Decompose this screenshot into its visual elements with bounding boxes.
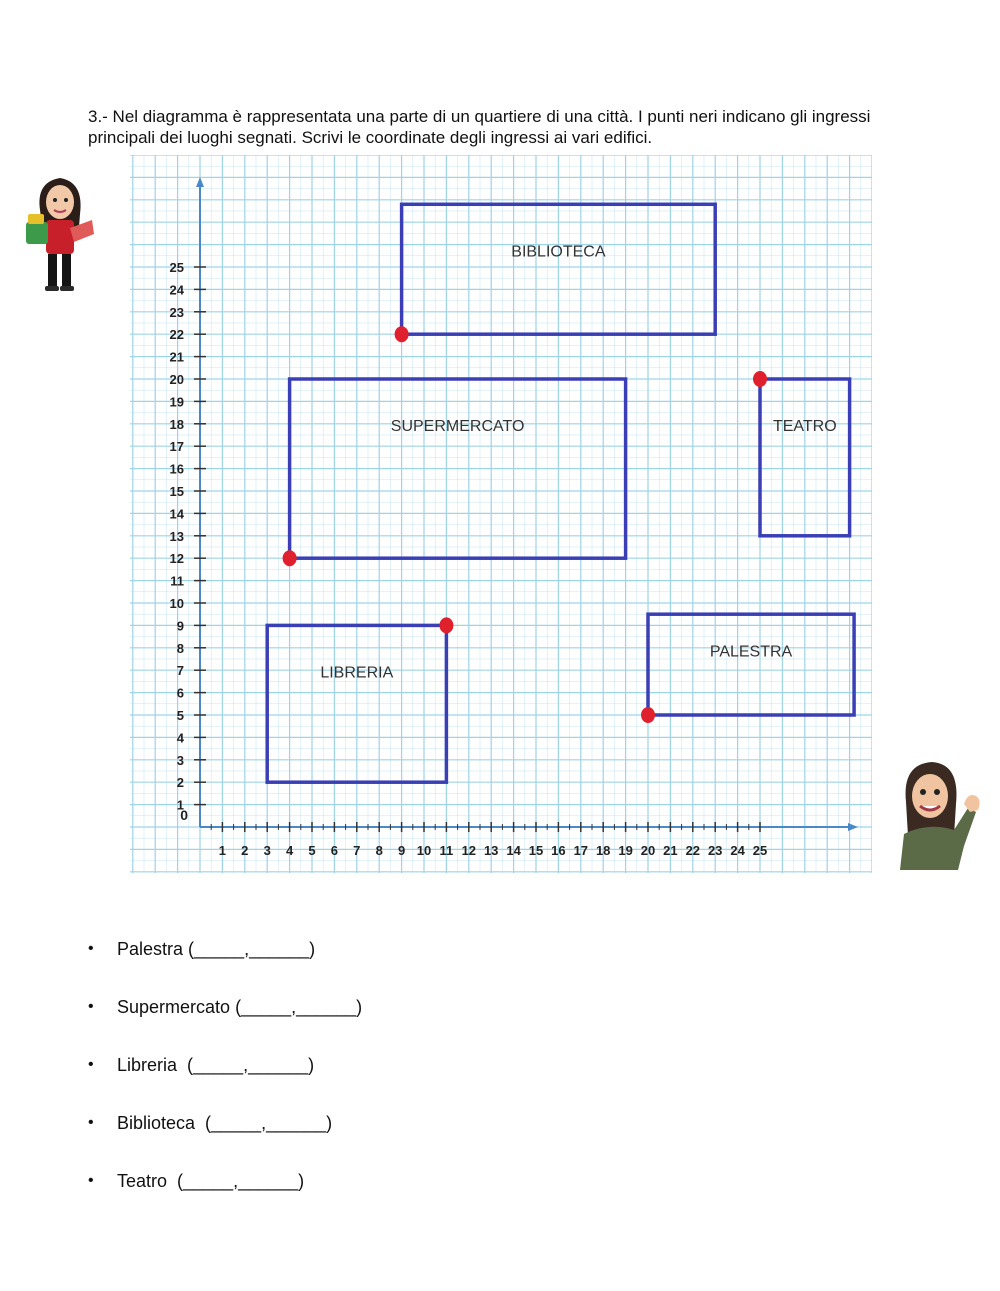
x-tick-label: 13 bbox=[484, 843, 498, 858]
answer-label: Teatro bbox=[117, 1171, 168, 1191]
x-tick-label: 23 bbox=[708, 843, 722, 858]
y-tick-label: 15 bbox=[170, 484, 184, 499]
bullet: • bbox=[88, 1056, 94, 1073]
answer-label: Biblioteca bbox=[117, 1113, 196, 1133]
y-tick-label: 10 bbox=[170, 596, 184, 611]
x-tick-label: 7 bbox=[353, 843, 360, 858]
building-biblioteca bbox=[399, 202, 717, 336]
x-tick-label: 10 bbox=[417, 843, 431, 858]
x-tick-label: 8 bbox=[376, 843, 383, 858]
building-libreria bbox=[265, 623, 449, 784]
y-tick-label: 6 bbox=[177, 686, 184, 701]
y-tick-label: 2 bbox=[177, 775, 184, 790]
entrance-supermercato bbox=[282, 550, 297, 567]
y-tick-label: 21 bbox=[170, 350, 184, 365]
bullet: • bbox=[88, 940, 94, 957]
answer-item-libreria: • Libreria (_____,______) bbox=[88, 1048, 362, 1106]
bullet: • bbox=[88, 1172, 94, 1189]
x-tick-label: 24 bbox=[730, 843, 745, 858]
answer-label: Palestra bbox=[117, 939, 184, 959]
y-tick-label: 12 bbox=[170, 551, 184, 566]
building-label-biblioteca: BIBLIOTECA bbox=[511, 243, 606, 260]
y-tick-label: 24 bbox=[170, 282, 185, 297]
origin-label: 0 bbox=[180, 807, 188, 823]
x-tick-label: 3 bbox=[264, 843, 271, 858]
x-tick-label: 21 bbox=[663, 843, 677, 858]
y-tick-label: 19 bbox=[170, 394, 184, 409]
answer-blank[interactable]: (_____,______) bbox=[167, 1171, 305, 1191]
answer-blank[interactable]: (_____,______) bbox=[230, 997, 363, 1017]
x-tick-label: 1 bbox=[219, 843, 226, 858]
answer-label: Supermercato bbox=[117, 997, 231, 1017]
answer-item-teatro: • Teatro (_____,______) bbox=[88, 1164, 362, 1222]
y-tick-label: 5 bbox=[177, 708, 184, 723]
answer-blank[interactable]: (_____,______) bbox=[195, 1113, 333, 1133]
entrance-palestra bbox=[641, 707, 655, 723]
x-tick-label: 9 bbox=[398, 843, 405, 858]
building-palestra bbox=[646, 612, 856, 717]
building-supermercato bbox=[287, 377, 628, 560]
x-tick-label: 14 bbox=[506, 843, 521, 858]
x-tick-label: 2 bbox=[241, 843, 248, 858]
answer-item-biblioteca: • Biblioteca (_____,______) bbox=[88, 1106, 362, 1164]
answer-blank[interactable]: (_____,______) bbox=[183, 939, 316, 959]
bullet: • bbox=[88, 1114, 94, 1131]
x-tick-label: 5 bbox=[308, 843, 315, 858]
y-tick-label: 22 bbox=[170, 327, 184, 342]
exercise-instructions: 3.- Nel diagramma è rappresentata una pa… bbox=[88, 107, 871, 147]
x-tick-label: 17 bbox=[574, 843, 588, 858]
x-tick-label: 6 bbox=[331, 843, 338, 858]
y-tick-label: 3 bbox=[177, 753, 184, 768]
x-tick-label: 12 bbox=[462, 843, 476, 858]
y-tick-label: 16 bbox=[170, 462, 184, 477]
x-tick-label: 11 bbox=[440, 843, 454, 858]
x-axis-arrow bbox=[848, 823, 858, 831]
bullet: • bbox=[88, 998, 94, 1015]
y-tick-label: 9 bbox=[177, 618, 184, 633]
y-tick-label: 17 bbox=[170, 439, 184, 454]
y-tick-label: 20 bbox=[170, 372, 184, 387]
y-tick-label: 23 bbox=[170, 305, 184, 320]
avatar-left bbox=[18, 170, 96, 299]
answer-blank[interactable]: (_____,______) bbox=[177, 1055, 315, 1075]
x-tick-label: 19 bbox=[618, 843, 632, 858]
y-tick-label: 4 bbox=[177, 730, 185, 745]
entrance-teatro bbox=[753, 371, 767, 387]
x-tick-label: 15 bbox=[529, 843, 543, 858]
entrance-biblioteca bbox=[394, 326, 409, 343]
y-tick-label: 14 bbox=[170, 506, 185, 521]
avatar-right bbox=[898, 758, 983, 875]
answer-item-supermercato: • Supermercato (_____,______) bbox=[88, 990, 362, 1048]
answer-item-palestra: • Palestra (_____,______) bbox=[88, 932, 362, 990]
building-label-libreria: LIBRERIA bbox=[320, 664, 393, 681]
x-tick-label: 4 bbox=[286, 843, 294, 858]
y-tick-label: 11 bbox=[170, 574, 184, 589]
answer-list: • Palestra (_____,______) • Supermercato (… bbox=[88, 932, 362, 1222]
y-tick-label: 13 bbox=[170, 529, 184, 544]
x-tick-label: 16 bbox=[551, 843, 565, 858]
y-tick-label: 18 bbox=[170, 417, 184, 432]
x-tick-label: 20 bbox=[641, 843, 655, 858]
answer-label: Libreria bbox=[117, 1055, 178, 1075]
y-tick-label: 7 bbox=[177, 663, 184, 678]
y-tick-label: 25 bbox=[170, 260, 184, 275]
y-tick-label: 1 bbox=[177, 798, 184, 813]
y-axis-arrow bbox=[196, 177, 204, 187]
building-label-supermercato: SUPERMERCATO bbox=[391, 418, 525, 435]
x-tick-label: 25 bbox=[753, 843, 767, 858]
building-label-palestra: PALESTRA bbox=[710, 644, 793, 661]
entrance-libreria bbox=[439, 617, 454, 634]
building-teatro bbox=[758, 377, 852, 538]
building-label-teatro: TEATRO bbox=[773, 418, 837, 435]
y-tick-label: 8 bbox=[177, 641, 184, 656]
x-tick-label: 18 bbox=[596, 843, 610, 858]
x-tick-label: 22 bbox=[686, 843, 700, 858]
